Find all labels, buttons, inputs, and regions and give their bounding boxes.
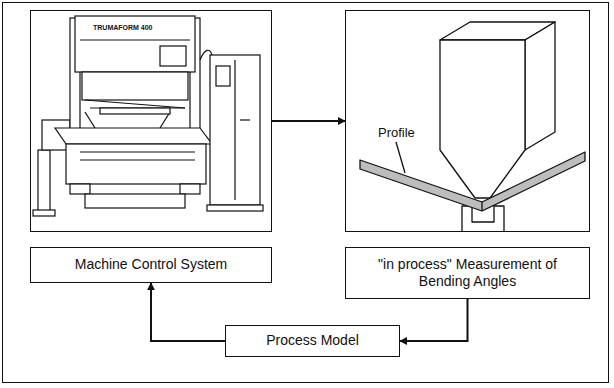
machine-nameplate: TRUMAFORM 400 bbox=[91, 24, 155, 33]
control-box: Machine Control System bbox=[30, 247, 272, 283]
box-label: Machine Control System bbox=[75, 256, 228, 274]
profile-label: Profile bbox=[376, 125, 417, 141]
flow-arrow bbox=[151, 283, 225, 341]
box-label: Process Model bbox=[266, 332, 359, 350]
measurement-panel: Profile bbox=[345, 10, 590, 232]
flow-arrow bbox=[400, 299, 468, 341]
process-model-box: Process Model bbox=[225, 325, 400, 357]
machine-panel: TRUMAFORM 400 bbox=[30, 10, 272, 232]
measurement-box: "in process" Measurement of Bending Angl… bbox=[345, 247, 590, 299]
flow-arrow bbox=[272, 120, 345, 122]
box-label: "in process" Measurement of Bending Angl… bbox=[373, 256, 563, 291]
